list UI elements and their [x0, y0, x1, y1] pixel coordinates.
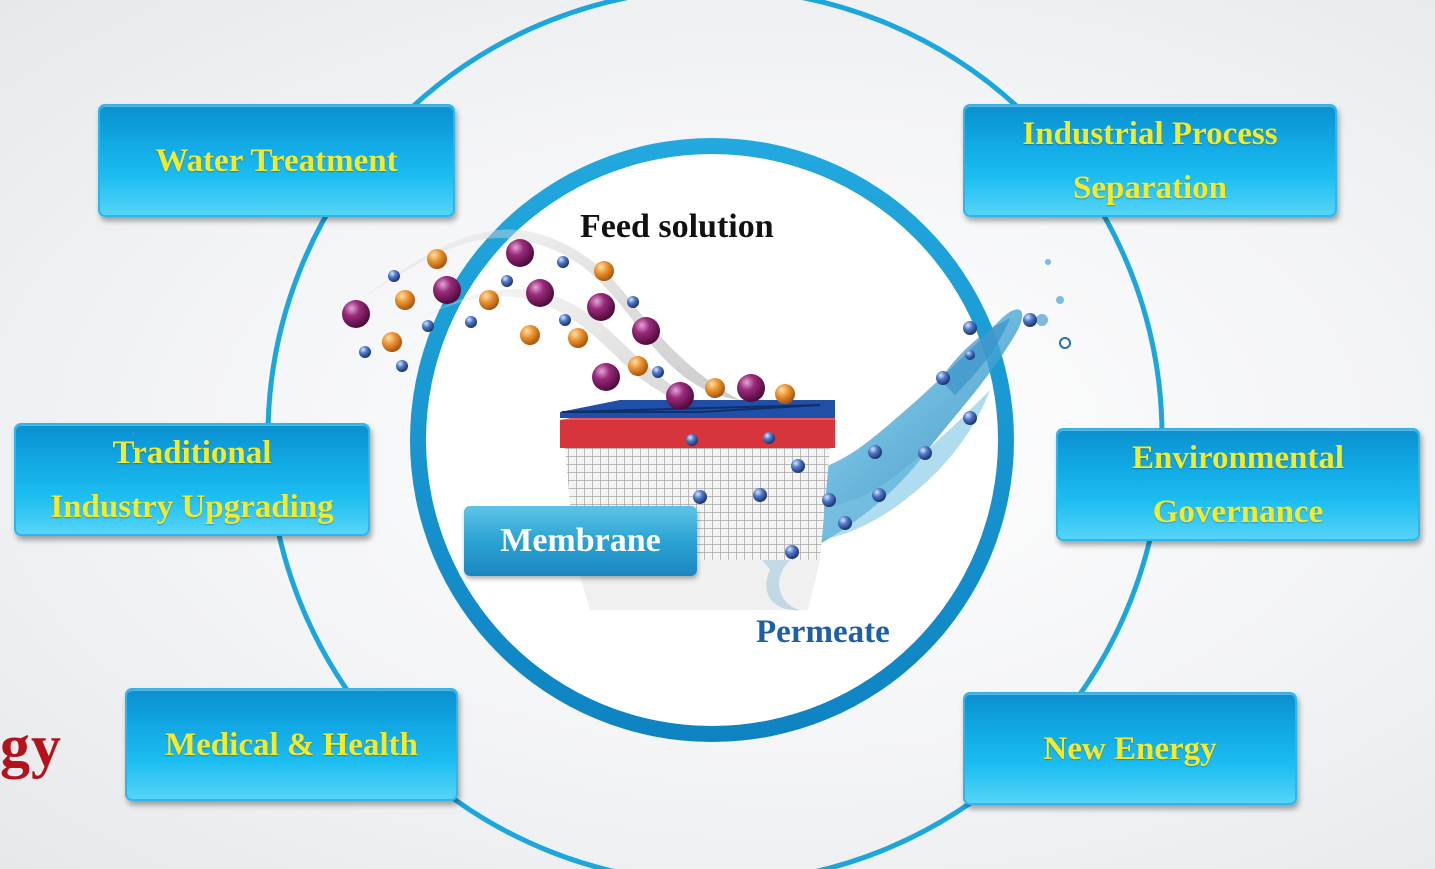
- orange-particle: [427, 249, 447, 269]
- blue-particle: [918, 446, 932, 460]
- blue-particle: [388, 270, 400, 282]
- blue-particle: [693, 490, 707, 504]
- application-industrial-process-separation: Industrial Process Separation: [963, 104, 1337, 217]
- application-label: Water Treatment: [155, 142, 398, 179]
- blue-particle: [465, 316, 477, 328]
- blue-particle: [963, 321, 977, 335]
- application-label-line-2: Industry Upgrading: [50, 488, 334, 525]
- orange-particle: [628, 356, 648, 376]
- application-label: New Energy: [1043, 730, 1217, 767]
- blue-particle: [652, 366, 664, 378]
- partial-title-fragment: gy: [0, 713, 62, 779]
- blue-particle: [1023, 313, 1037, 327]
- orange-particle: [479, 290, 499, 310]
- orange-particle: [594, 261, 614, 281]
- blue-particle: [965, 350, 975, 360]
- application-new-energy: New Energy: [963, 692, 1297, 805]
- purple-particle: [737, 374, 765, 402]
- blue-particle: [936, 371, 950, 385]
- purple-particle: [342, 300, 370, 328]
- application-label-line-2: Governance: [1152, 493, 1324, 530]
- blue-particle: [763, 432, 775, 444]
- blue-particle: [753, 488, 767, 502]
- membrane-stack: [560, 400, 835, 610]
- blue-particle: [822, 493, 836, 507]
- blue-particle: [501, 275, 513, 287]
- blue-particle: [791, 459, 805, 473]
- blue-particle: [396, 360, 408, 372]
- orange-particle: [382, 332, 402, 352]
- application-label-line-2: Separation: [1072, 169, 1227, 206]
- purple-particle: [433, 276, 461, 304]
- blue-particle: [557, 256, 569, 268]
- application-water-treatment: Water Treatment: [98, 104, 455, 217]
- blue-particle: [963, 411, 977, 425]
- orange-particle: [568, 328, 588, 348]
- blue-particle: [785, 545, 799, 559]
- orange-particle: [520, 325, 540, 345]
- blue-particle: [627, 296, 639, 308]
- blue-particle: [359, 346, 371, 358]
- application-label: Medical & Health: [165, 726, 418, 763]
- purple-particle: [587, 293, 615, 321]
- purple-particle: [666, 382, 694, 410]
- blue-particle: [838, 516, 852, 530]
- feed-solution-label: Feed solution: [580, 208, 774, 245]
- blue-particle: [872, 488, 886, 502]
- purple-particle: [592, 363, 620, 391]
- purple-particle: [632, 317, 660, 345]
- application-environmental-governance: Environmental Governance: [1056, 428, 1420, 541]
- blue-particle: [422, 320, 434, 332]
- application-label-line-1: Environmental: [1131, 439, 1345, 476]
- orange-particle: [705, 378, 725, 398]
- blue-particle: [559, 314, 571, 326]
- application-label-line-1: Traditional: [112, 434, 272, 471]
- orange-particle: [395, 290, 415, 310]
- application-label-line-1: Industrial Process: [1022, 115, 1278, 152]
- purple-particle: [526, 279, 554, 307]
- blue-particle: [686, 434, 698, 446]
- feed-particles: [342, 239, 1037, 559]
- application-traditional-industry-upgrading: Traditional Industry Upgrading: [14, 423, 370, 536]
- application-medical-health: Medical & Health: [125, 688, 458, 801]
- orange-particle: [775, 384, 795, 404]
- blue-particle: [868, 445, 882, 459]
- permeate-label: Permeate: [756, 614, 890, 650]
- purple-particle: [506, 239, 534, 267]
- membrane-label: Membrane: [464, 506, 697, 576]
